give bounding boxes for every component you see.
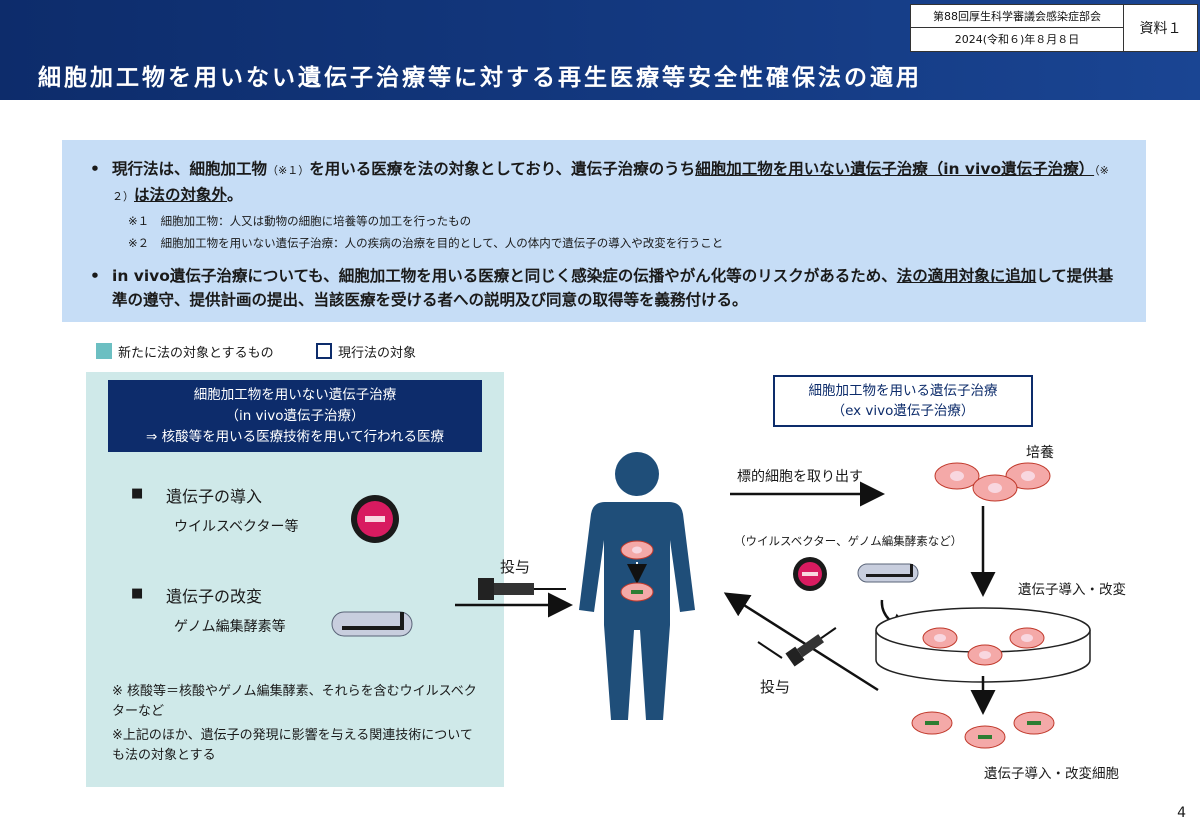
b2-text-1: in vivo遺伝子治療についても、細胞加工物を用いる医療と同じく感染症の伝播や… — [112, 267, 897, 285]
human-body-figure — [579, 452, 695, 720]
footnote-2: ※２ 細胞加工物を用いない遺伝子治療：人の疾病の治療を目的として、人の体内で遺伝… — [128, 236, 724, 250]
bullet-dot: • — [90, 160, 100, 178]
syringe-icon-small — [785, 627, 837, 667]
modification-label: 遺伝子導入・改変 — [1018, 582, 1126, 598]
cultured-cells — [934, 462, 1051, 502]
legend-label-current: 現行法の対象 — [338, 346, 417, 361]
summary-bullet-1: • 現行法は、細胞加工物（※１）を用いる医療を法の対象としており、遺伝子治療のう… — [90, 157, 1120, 209]
gene-introduction-label: 遺伝子の導入 — [166, 487, 263, 506]
legend-swatch-new — [96, 343, 112, 359]
exvivo-title-line-1: 細胞加工物を用いる遺伝子治療 — [808, 383, 998, 399]
virus-vector-icon — [351, 495, 399, 543]
administer-label-left: 投与 — [500, 558, 531, 576]
invivo-title-box: 細胞加工物を用いない遺伝子治療 （in vivo遺伝子治療） ⇒ 核酸等を用いる… — [108, 380, 482, 452]
page-number: 4 — [1177, 805, 1186, 821]
modified-cells — [911, 711, 1055, 749]
administer-label-right: 投与 — [760, 678, 791, 696]
bullet-dot: • — [90, 267, 100, 285]
culture-dish — [875, 607, 1091, 683]
virus-vector-icon-small — [793, 557, 827, 591]
genome-editing-enzyme-icon — [331, 611, 413, 637]
b1-underline-2: は法の対象外 — [134, 186, 228, 204]
genome-editing-enzyme-icon-small — [857, 563, 919, 583]
exvivo-title-box: 細胞加工物を用いる遺伝子治療 （ex vivo遺伝子治療） — [773, 375, 1033, 427]
virus-vector-label: ウイルスベクター等 — [174, 519, 299, 535]
page-title: 細胞加工物を用いない遺伝子治療等に対する再生医療等安全性確保法の適用 — [38, 65, 922, 91]
invivo-title-line-1: 細胞加工物を用いない遺伝子治療 — [193, 387, 397, 403]
square-bullet: ■ — [131, 486, 144, 501]
b2-text-2: して提供基準の遵守、提供計画の提出、当該医療を受ける者への説明及び同意の取得等を… — [112, 267, 1114, 309]
gene-modification-label: 遺伝子の改変 — [166, 587, 263, 606]
legend-swatch-current — [316, 343, 332, 359]
summary-bullet-2: • in vivo遺伝子治療についても、細胞加工物を用いる医療と同じく感染症の伝… — [90, 264, 1120, 312]
arrow-administer-right — [723, 592, 879, 692]
exvivo-title-line-2: （ex vivo遺伝子治療） — [831, 403, 975, 419]
b1-end: 。 — [227, 186, 243, 204]
b1-note-1: （※１） — [267, 164, 310, 177]
culture-label: 培養 — [1026, 445, 1054, 461]
b1-text-2: を用いる医療を法の対象としており、遺伝子治療のうち — [309, 160, 696, 178]
extract-cells-label: 標的細胞を取り出す — [737, 469, 863, 485]
b1-underline-1: 細胞加工物を用いない遺伝子治療（in vivo遺伝子治療） — [695, 160, 1095, 178]
invivo-title-line-2: （in vivo遺伝子治療） — [225, 408, 365, 424]
summary-box: • 現行法は、細胞加工物（※１）を用いる医療を法の対象としており、遺伝子治療のう… — [62, 140, 1146, 322]
genome-editing-label: ゲノム編集酵素等 — [174, 619, 286, 635]
meeting-name: 第88回厚生科学審議会感染症部会 — [911, 5, 1123, 28]
document-label: 資料１ — [1124, 4, 1198, 52]
note-related-tech: ※上記のほか、遺伝子の発現に影響を与える関連技術についても法の対象とする — [112, 728, 473, 763]
meeting-date: 2024(令和６)年８月８日 — [954, 33, 1080, 46]
vector-examples-label: （ウイルスベクター、ゲノム編集酵素など） — [734, 534, 963, 548]
b1-text-1: 現行法は、細胞加工物 — [112, 160, 268, 178]
invivo-title-line-3: ⇒ 核酸等を用いる医療技術を用いて行われる医療 — [145, 429, 445, 445]
square-bullet: ■ — [131, 586, 144, 601]
legend-label-new: 新たに法の対象とするもの — [118, 346, 274, 361]
note-nucleic-acid: ※ 核酸等＝核酸やゲノム編集酵素、それらを含むウイルスベクターなど — [112, 684, 477, 719]
b1-note-2: （※２） — [112, 164, 1109, 203]
footnote-1: ※１ 細胞加工物：人又は動物の細胞に培養等の加工を行ったもの — [128, 214, 472, 228]
b2-underline: 法の適用対象に追加 — [896, 267, 1037, 285]
syringe-icon — [478, 578, 566, 600]
modified-cells-label: 遺伝子導入・改変細胞 — [984, 766, 1119, 782]
meeting-info-box: 第88回厚生科学審議会感染症部会 2024(令和６)年８月８日 — [910, 4, 1124, 52]
